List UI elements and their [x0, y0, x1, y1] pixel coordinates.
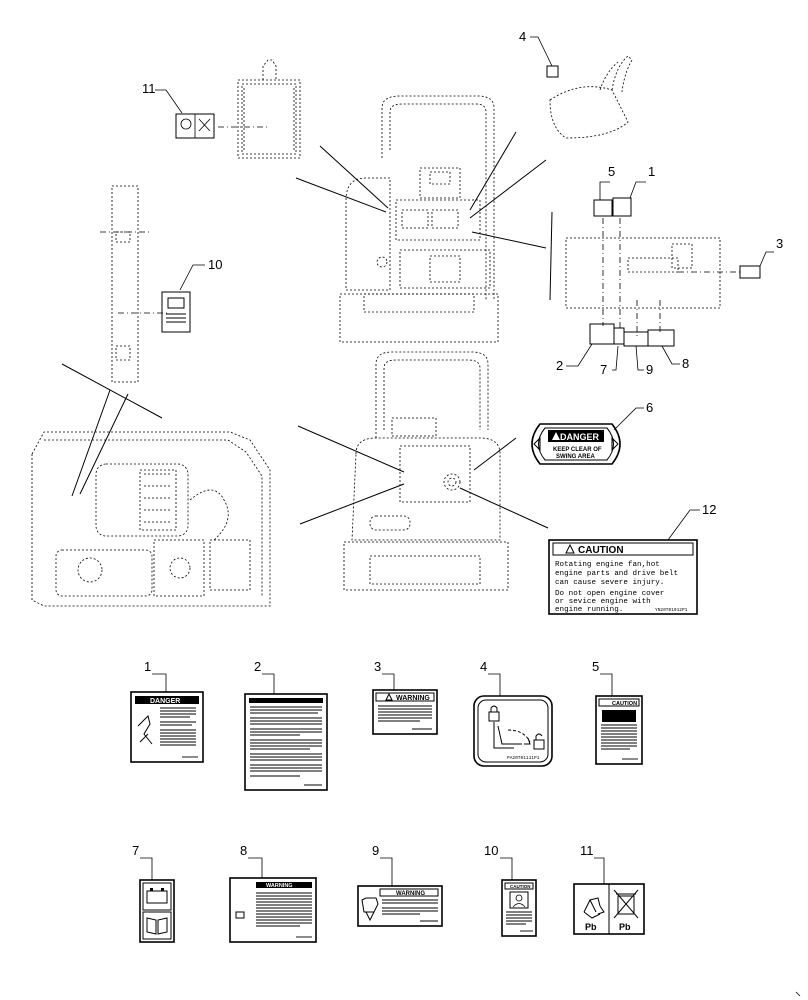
callout-2-top: 2 — [556, 343, 593, 373]
callout-1-top: 1 — [612, 164, 655, 217]
label-code: PA20T01111P1 — [507, 755, 540, 761]
callout-8-top: 8 — [661, 345, 689, 371]
legend-item-1: 1 DANGER — [130, 659, 204, 763]
label-header: DANGER — [150, 698, 180, 705]
label-line: KEEP CLEAR OF — [553, 447, 602, 453]
callout-number: 4 — [480, 659, 487, 674]
seat-drawing — [549, 55, 633, 139]
callout-number: 5 — [592, 659, 599, 674]
label-text: Pb — [619, 922, 631, 932]
callout-number: 9 — [646, 362, 653, 377]
callout-number: 8 — [240, 843, 247, 858]
label-header: DANGER — [560, 432, 600, 442]
callout-3-top: 3 — [739, 236, 783, 279]
engine-compartment-drawing — [31, 363, 271, 607]
label-line: or sevice engine with — [555, 598, 651, 606]
label-line: Do not open engine cover — [555, 590, 664, 598]
callout-number: 1 — [648, 164, 655, 179]
label-line: engine parts and drive belt — [555, 570, 678, 578]
callout-number: 3 — [776, 236, 783, 251]
label-header: WARNING — [266, 883, 293, 889]
frame-part-drawing — [100, 185, 170, 383]
label-header: CAUTION — [578, 545, 624, 556]
callout-9-top: 9 — [635, 345, 653, 377]
label-header: WARNING — [396, 891, 425, 897]
callout-number: 8 — [682, 356, 689, 371]
caution-label-12: 12 CAUTION Rotating engine fan,hot engin… — [548, 502, 716, 615]
legend-item-10: 10 CAUTION — [484, 843, 537, 937]
callout-number: 11 — [580, 843, 594, 858]
battery-drawing — [218, 59, 301, 159]
label-header: WARNING — [396, 695, 430, 702]
callout-number: 12 — [702, 502, 716, 517]
legend-item-4: 4 PA20T01111P1 — [473, 659, 553, 767]
callout-number: 3 — [374, 659, 381, 674]
callout-10-top: 10 — [161, 257, 222, 333]
callout-number: 1 — [144, 659, 151, 674]
callout-number: 5 — [608, 164, 615, 179]
label-header: CAUTION — [510, 884, 531, 889]
label-header: CAUTION — [612, 701, 637, 707]
label-line: can cause severe injury. — [555, 579, 664, 587]
corner-mark — [795, 991, 801, 997]
legend-item-9: 9 WARNING — [357, 843, 443, 927]
legend-item-5: 5 CAUTION — [592, 659, 643, 765]
callout-number: 11 — [142, 81, 156, 96]
callout-5-top: 5 — [593, 164, 615, 217]
label-line: Rotating engine fan,hot — [555, 561, 660, 569]
callout-11-top: 11 — [142, 81, 215, 139]
panel-labels-bottom — [589, 323, 675, 347]
excavator-rear-view — [295, 95, 553, 343]
label-line: engine running. — [555, 606, 623, 614]
callout-number: 9 — [372, 843, 379, 858]
callout-number: 7 — [600, 362, 607, 377]
legend-item-11: 11 Pb Pb — [573, 843, 645, 935]
callout-number: 6 — [646, 400, 653, 415]
legend-item-2: 2 — [244, 659, 328, 791]
excavator-front-view — [297, 351, 549, 591]
callout-number: 10 — [484, 843, 498, 858]
callout-number: 7 — [132, 843, 139, 858]
callout-number: 10 — [208, 257, 222, 272]
label-line: SWING AREA — [556, 454, 595, 460]
callout-7-top: 7 — [600, 345, 619, 377]
legend-item-3: 3 WARNING — [372, 659, 438, 735]
callout-number: 4 — [519, 29, 526, 44]
legend-item-8: 8 WARNING — [229, 843, 317, 943]
legend-item-7: 7 — [132, 843, 175, 943]
label-code: YN20T01012P1 — [655, 607, 688, 613]
callout-4-top: 4 — [519, 29, 559, 78]
instrument-panel-drawing — [565, 218, 740, 338]
danger-label-6: 6 DANGER KEEP CLEAR OF SWING AREA — [531, 400, 653, 465]
callout-number: 2 — [556, 358, 563, 373]
callout-number: 2 — [254, 659, 261, 674]
label-text: Pb — [585, 922, 597, 932]
